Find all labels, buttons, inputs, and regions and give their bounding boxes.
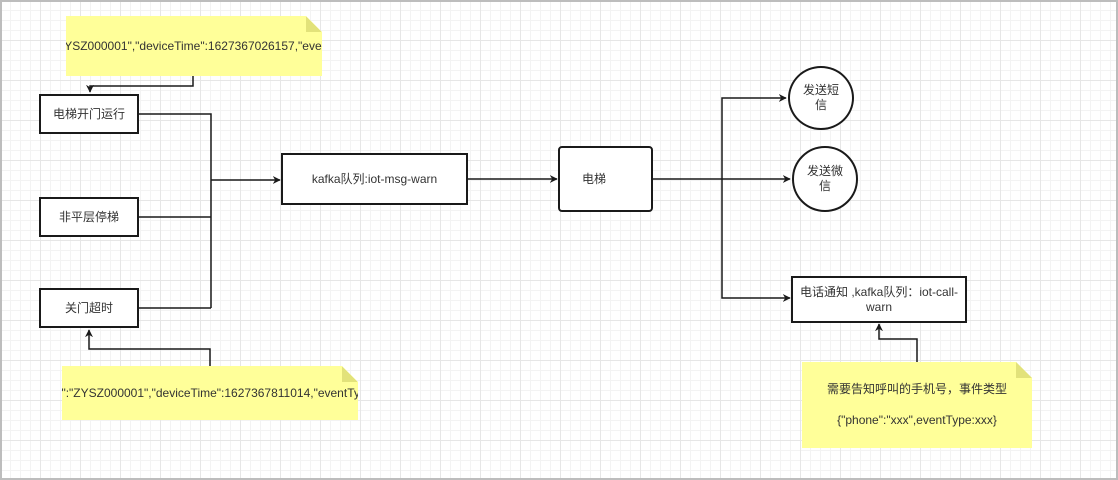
note-open-run-event: [{"deviceId":"ZYSZ000001","deviceTime":1… [66, 16, 322, 76]
connector-bottom-note-to-timeout [85, 329, 211, 366]
connector-to-sms [721, 94, 787, 179]
node-label: 关门超时 [64, 300, 113, 315]
node-label: 电梯开门运行 [52, 106, 125, 121]
node-label: 发送短信 [802, 83, 839, 112]
node-elevator[interactable]: 电梯 [558, 146, 653, 212]
node-send-wechat[interactable]: 发送微信 [792, 146, 858, 212]
node-kafka-msg-warn[interactable]: kafka队列:iot-msg-warn [281, 153, 468, 205]
note-description: 需要告知呼叫的手机号，事件类型 [826, 382, 1007, 396]
note-phone-payload: 需要告知呼叫的手机号，事件类型 {"phone":"xxx",eventType… [802, 362, 1032, 448]
connector-top-note-to-open-run [86, 76, 194, 93]
node-label: 电梯 [582, 171, 607, 186]
node-send-sms[interactable]: 发送短信 [788, 66, 854, 130]
note-text: [{"deviceId":"ZYSZ000001","deviceTime":1… [5, 385, 415, 400]
node-non-level-stop[interactable]: 非平层停梯 [39, 197, 139, 237]
node-door-close-timeout[interactable]: 关门超时 [39, 288, 139, 328]
note-timeout-event: [{"deviceId":"ZYSZ000001","deviceTime":1… [62, 366, 358, 420]
note-payload: {"phone":"xxx",eventType:xxx} [837, 413, 997, 427]
node-label: 发送微信 [806, 164, 843, 193]
note-text: [{"deviceId":"ZYSZ000001","deviceTime":1… [0, 38, 400, 53]
node-label: 非平层停梯 [58, 209, 119, 224]
node-phone-notify[interactable]: 电话通知 ,kafka队列：iot-call-warn [791, 276, 967, 323]
connector-to-phone [721, 179, 791, 302]
note-content: 需要告知呼叫的手机号，事件类型 {"phone":"xxx",eventType… [827, 382, 1007, 428]
node-label: kafka队列:iot-msg-warn [311, 171, 438, 186]
node-elevator-open-run[interactable]: 电梯开门运行 [39, 94, 139, 134]
node-label: 电话通知 ,kafka队列：iot-call-warn [799, 284, 959, 314]
connector-phone-note-to-phone [875, 323, 918, 362]
connector-open-run-to-merge [139, 113, 212, 308]
